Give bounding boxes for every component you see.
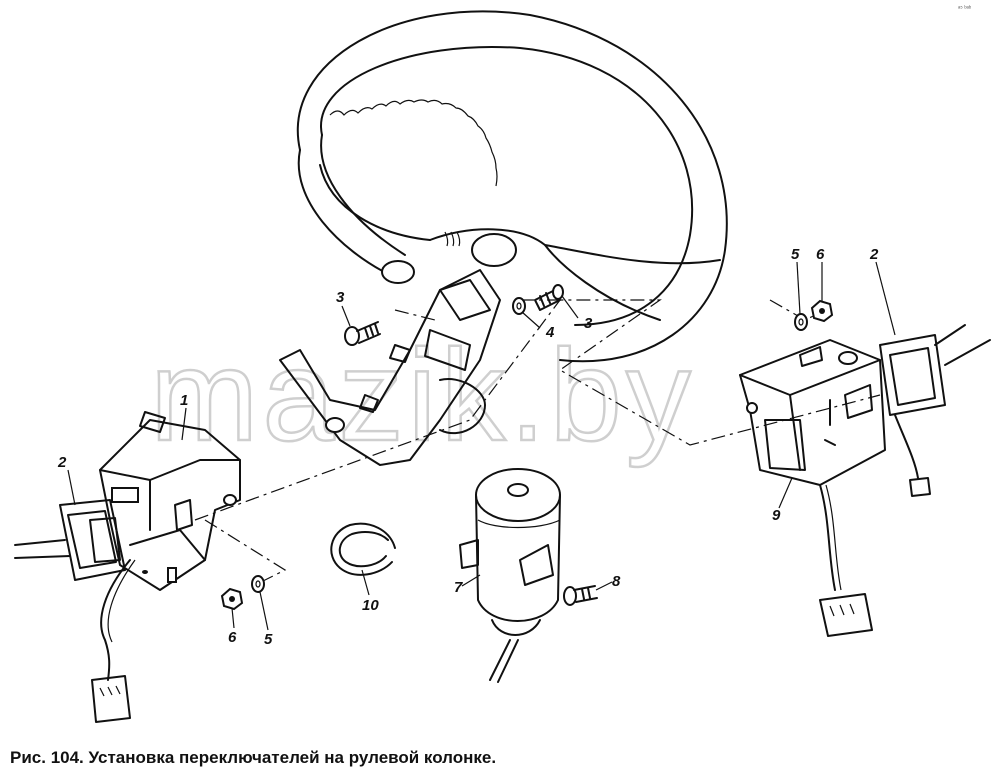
callout-8: 8 <box>612 573 621 590</box>
screw-left <box>344 321 381 346</box>
callout-6-left: 6 <box>228 629 237 646</box>
callout-2-right: 2 <box>869 246 879 263</box>
nut-right-6 <box>810 299 834 323</box>
figure-caption: Рис. 104. Установка переключателей на ру… <box>10 748 497 767</box>
callout-1: 1 <box>180 392 188 409</box>
watermark: mazik.by <box>150 322 695 468</box>
right-grip-2 <box>879 324 991 416</box>
column-bracket <box>279 269 501 466</box>
right-switch-9 <box>739 339 886 486</box>
washer-left-5 <box>251 575 265 593</box>
callout-6-right: 6 <box>816 246 825 263</box>
callout-10: 10 <box>362 597 379 614</box>
callout-3-left: 3 <box>336 289 345 306</box>
screw-right <box>534 284 564 311</box>
callout-3-right: 3 <box>584 315 593 332</box>
nut-left-6 <box>220 587 244 611</box>
washer-right-5 <box>794 313 808 331</box>
leader-lines <box>67 261 896 631</box>
callout-7: 7 <box>454 579 463 596</box>
left-switch-1 <box>99 411 241 591</box>
screw-8 <box>563 585 598 606</box>
ignition-lock-7 <box>459 468 561 683</box>
left-harness <box>91 559 136 723</box>
callout-5-left: 5 <box>264 631 273 648</box>
washer-4 <box>512 297 526 315</box>
callout-2-left: 2 <box>57 454 67 471</box>
left-grip-2 <box>14 499 126 581</box>
callout-numbers: 1 2 3 3 4 5 6 2 9 6 5 7 8 10 <box>57 246 879 648</box>
callout-4: 4 <box>545 324 555 341</box>
right-harness <box>819 414 931 637</box>
corner-mark: ᵃ⁵ ᵇᵃᵇ <box>958 5 972 12</box>
steering-wheel <box>296 10 728 363</box>
callout-9: 9 <box>772 507 781 524</box>
callout-5-right: 5 <box>791 246 800 263</box>
lock-ring-10 <box>330 522 396 576</box>
